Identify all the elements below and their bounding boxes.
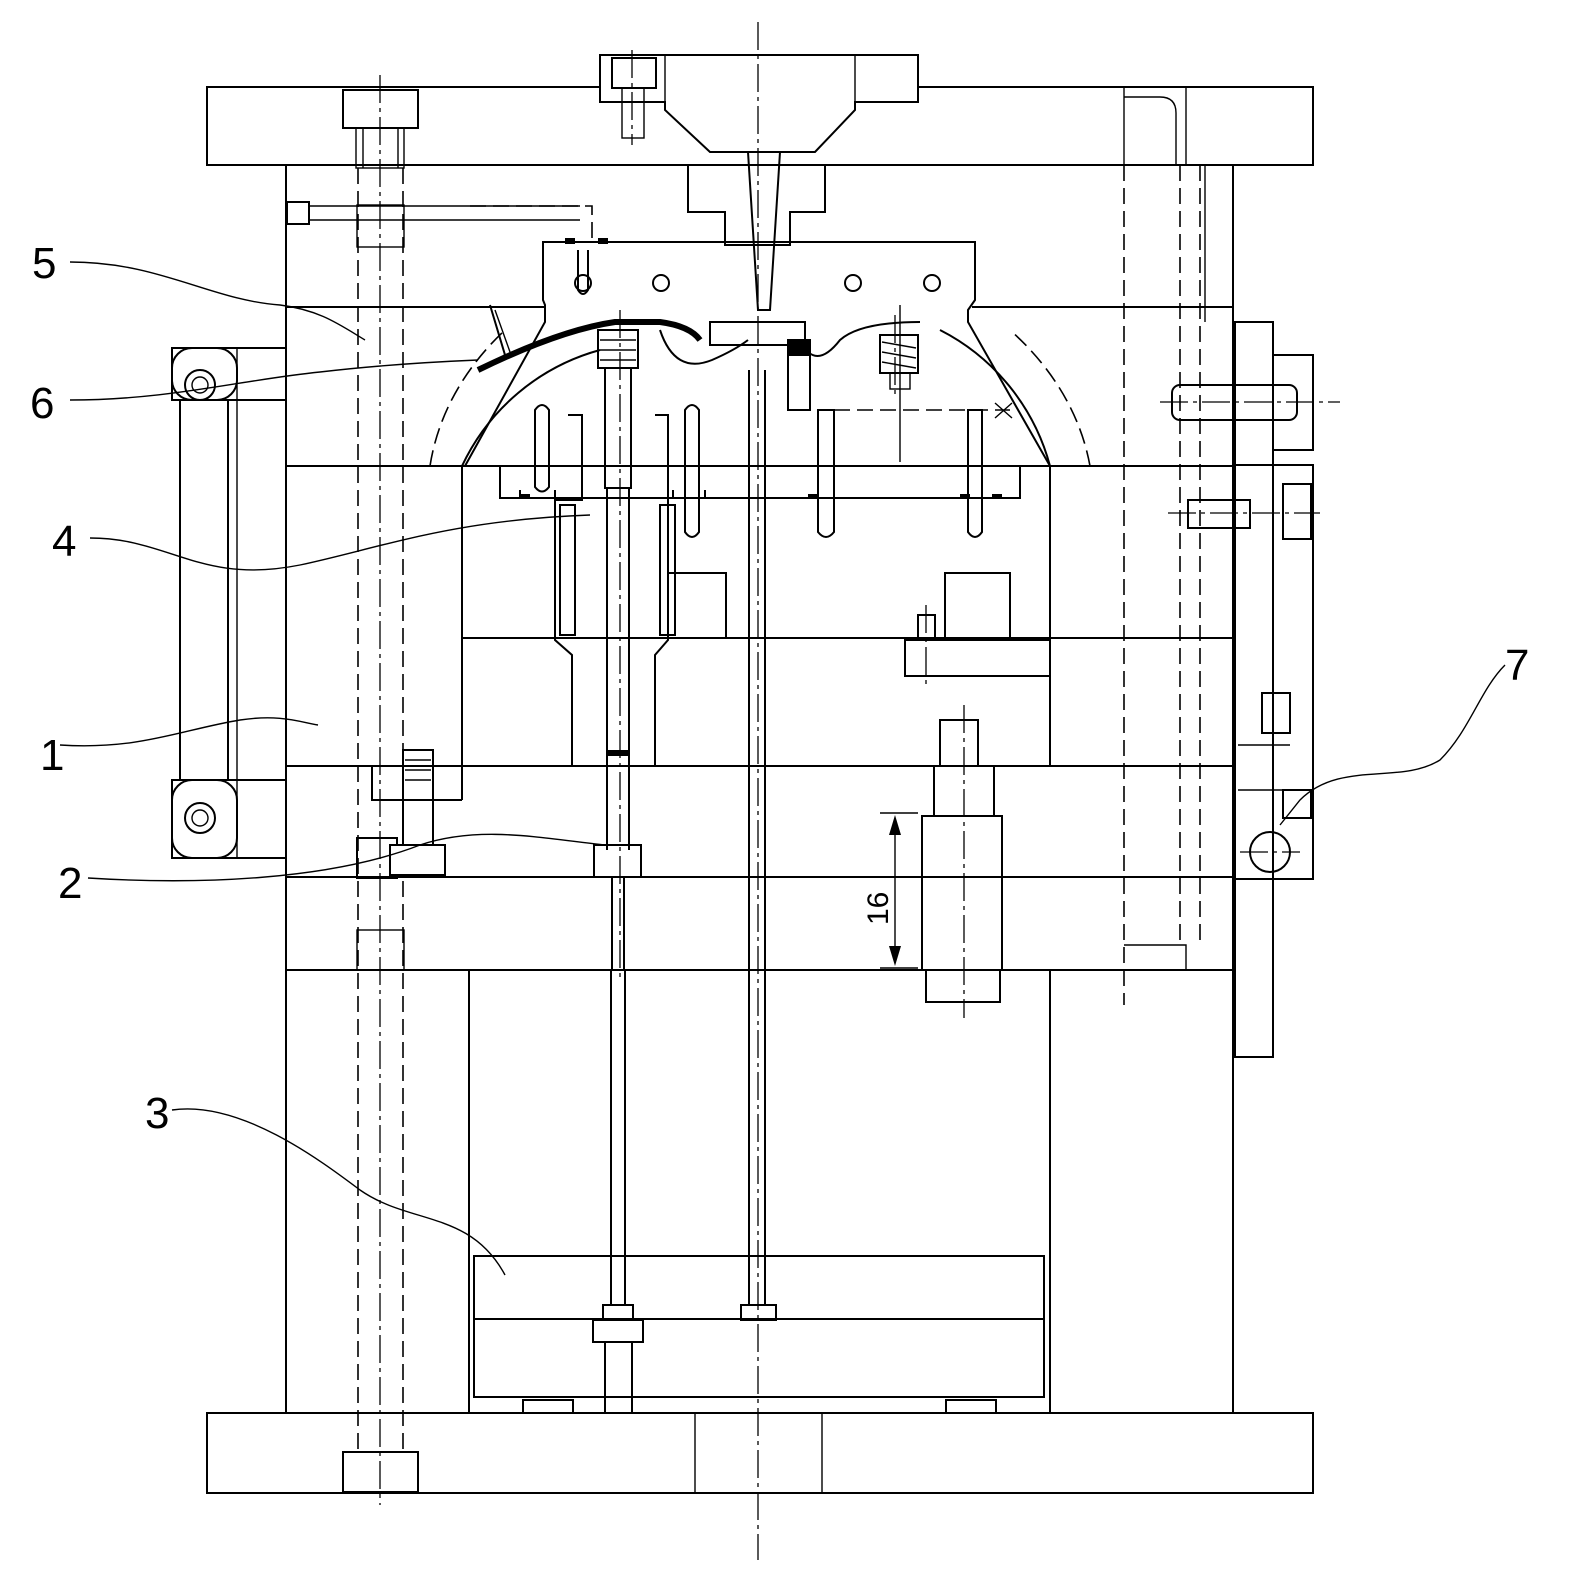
callout-3: 3 <box>145 1089 169 1138</box>
ejector-plate-assembly <box>473 1255 1045 1414</box>
right-guide-pillar <box>1123 165 1201 1005</box>
left-latch-bar <box>171 347 287 859</box>
right-side-block <box>1171 321 1314 1058</box>
dimension-value: 16 <box>862 892 895 925</box>
callout-4: 4 <box>52 517 76 566</box>
sprue-bushing <box>687 151 826 311</box>
callout-7: 7 <box>1505 641 1529 690</box>
callout-6: 6 <box>30 379 54 428</box>
locating-ring <box>599 54 919 153</box>
left-guide-pillar <box>342 168 446 1493</box>
callout-5: 5 <box>32 239 56 288</box>
callout-2: 2 <box>58 859 82 908</box>
leader-lines <box>59 261 1506 1276</box>
core-assembly <box>554 329 1011 970</box>
top-cooling-line <box>286 201 593 240</box>
dimension-16: 16 <box>862 812 918 969</box>
center-lines <box>379 22 1340 1560</box>
callout-labels: 5 6 4 1 2 3 7 <box>30 239 1529 1138</box>
mold-frame <box>206 165 1314 1494</box>
cavity-insert <box>429 238 1091 538</box>
ejector-pins <box>610 370 766 1305</box>
callout-1: 1 <box>40 731 64 780</box>
support-pillar <box>904 614 1051 1003</box>
